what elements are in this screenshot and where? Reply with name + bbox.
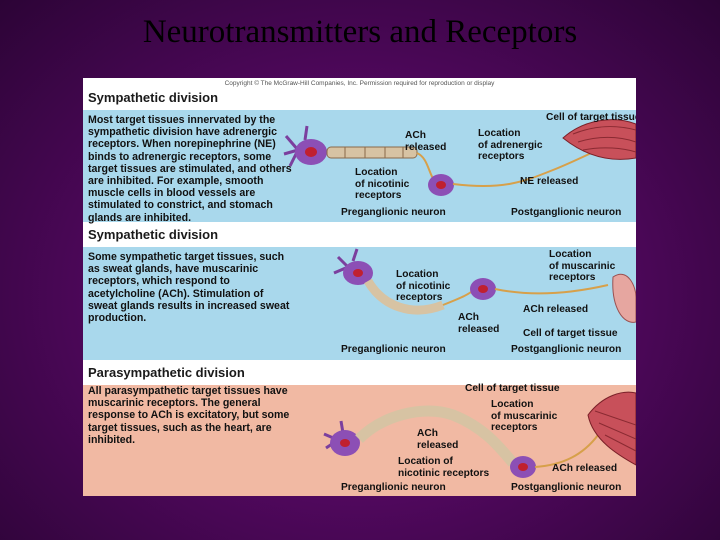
slide-title: Neurotransmitters and Receptors [142,14,578,50]
panel-1-label-cell: Cell of target tissue [546,112,636,123]
panel-3-label-post: Postganglionic neuron [511,482,622,493]
panel-2-label-nicotinic: Location of nicotinic receptors [396,269,451,303]
panel-3-label-pre: Preganglionic neuron [341,482,446,493]
panel-1-body: Most target tissues innervated by the sy… [83,110,636,224]
panel-1-label-ne: NE released [520,176,579,187]
copyright-notice: Copyright © The McGraw-Hill Companies, I… [224,80,495,87]
preganglionic-neuron-2 [333,248,479,315]
panel-1-label-ach: ACh released [405,130,447,153]
panel-1-label-nicotinic: Location of nicotinic receptors [355,167,410,201]
panel-2-label-muscarinic: Location of muscarinic receptors [549,249,616,283]
panel-1-neuron-diagram [283,119,636,196]
panel-2-label-post: Postganglionic neuron [511,344,622,355]
panel-1-label-adrenergic: Location of adrenergic receptors [478,128,543,162]
preganglionic-neuron-3 [323,405,518,467]
postganglionic-neuron-1 [428,139,624,196]
sweat-gland-target [612,274,636,323]
panel-2-description: Some sympathetic target tissues, such as… [88,251,290,325]
panel-3-label-muscarinic: Location of muscarinic receptors [491,399,558,433]
panel-3-description: All parasympathetic target tissues have … [88,385,290,446]
panel-3-heading: Parasympathetic division [88,365,245,380]
panel-2-label-ach1: ACh released [458,312,500,335]
panel-3-body: All parasympathetic target tissues have … [83,383,636,496]
panel-1-label-post: Postganglionic neuron [511,207,622,218]
panel-1-label-pre: Preganglionic neuron [341,207,446,218]
panel-3-neuron-diagram [323,391,636,478]
postganglionic-neuron-3 [510,434,599,478]
cardiac-muscle-target [587,391,636,466]
preganglionic-neuron-1 [283,125,436,183]
panel-2-label-cell: Cell of target tissue [523,328,618,339]
panel-2-body: Some sympathetic target tissues, such as… [83,247,636,360]
panel-1-heading: Sympathetic division [88,90,219,105]
panel-2-label-ach2: ACh released [523,304,589,315]
panel-2-heading: Sympathetic division [88,227,219,242]
panel-1-description: Most target tissues innervated by the sy… [88,114,292,224]
panel-3-label-ach1: ACh released [417,428,459,451]
panel-3-label-cell: Cell of target tissue [465,383,560,394]
receptor-figure: Copyright © The McGraw-Hill Companies, I… [83,78,636,496]
panel-3-label-nicotinic: Location of nicotinic receptors [398,456,490,479]
panel-2-neuron-diagram [333,248,636,323]
panel-3-label-ach2: ACh released [552,463,618,474]
smooth-muscle-target [562,119,636,160]
postganglionic-neuron-2 [470,278,609,300]
panel-2-label-pre: Preganglionic neuron [341,344,446,355]
